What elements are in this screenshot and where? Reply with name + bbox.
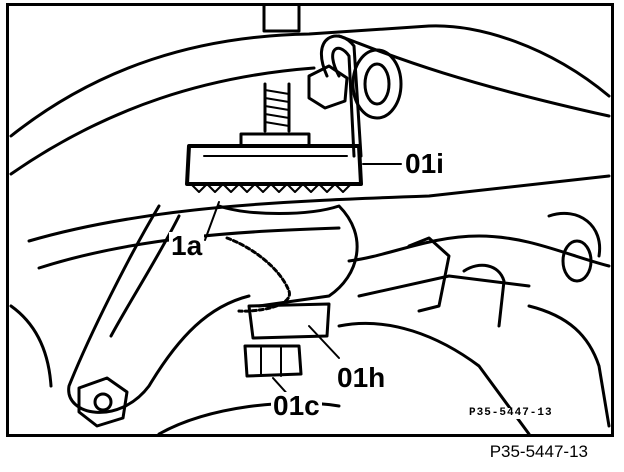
callout-01i: 01i [403,148,446,179]
suspension-drawing [9,6,611,434]
image-code-inner: P35-5447-13 [467,407,555,419]
wire [225,236,291,313]
illustration-frame: 01i 1a 01h 01c P35-5447-13 [6,3,614,437]
lower-arm [67,204,251,414]
clamp-plate [185,144,363,186]
callout-01h: 01h [335,362,388,393]
image-code-caption: P35-5447-13 [489,442,588,461]
callout-01c: 01c [271,390,322,421]
upper-arm-outline [9,24,611,138]
lower-nut [243,344,303,378]
callout-1a: 1a [169,230,205,261]
